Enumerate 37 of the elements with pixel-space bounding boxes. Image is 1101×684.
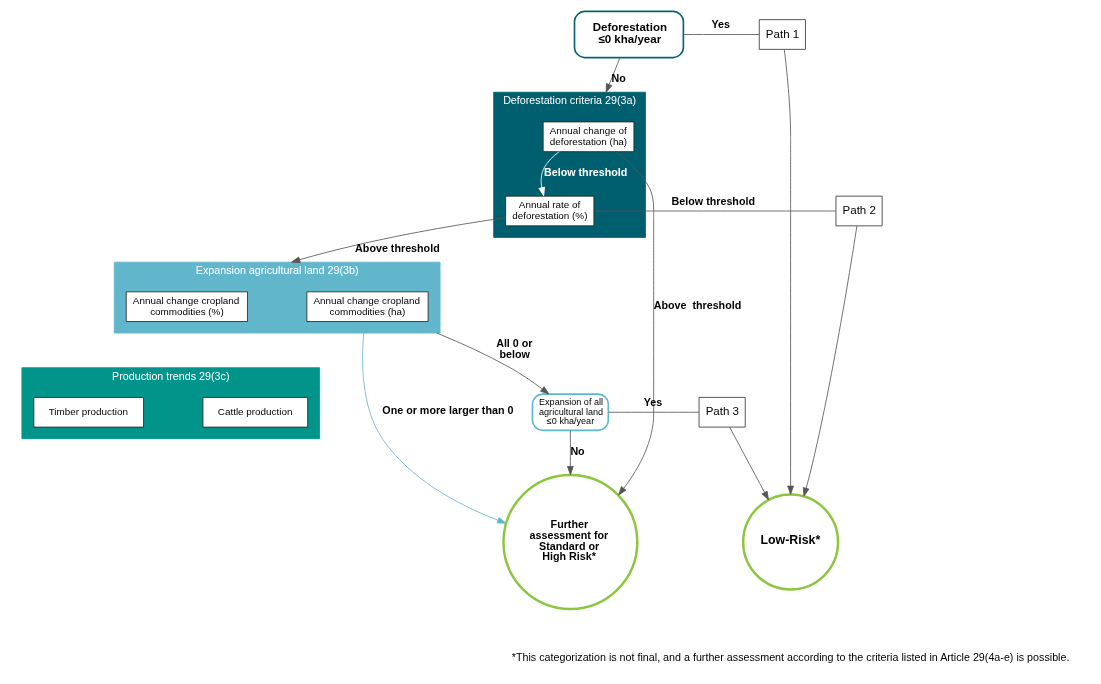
label: *This categorization is not final, and a further assessment according to the criteria listed in Article 29(4a-e) is possible. <box>511 650 1069 663</box>
edge-label: All 0 or below <box>495 337 532 361</box>
node-box: Annual change cropland commodities (%) <box>125 291 248 322</box>
node-box: Annual change of deforestation (ha) <box>542 121 634 153</box>
arrow <box>290 217 506 263</box>
node-box: Cattle production <box>202 397 308 428</box>
arrow <box>728 426 769 501</box>
arrow <box>538 151 560 197</box>
edge-label: One or more larger than 0 <box>381 404 513 417</box>
node-box: Annual rate of deforestation (%) <box>504 195 594 227</box>
node-box: Annual change cropland commodities (ha) <box>305 291 429 322</box>
connector <box>607 411 699 413</box>
connector <box>682 34 760 35</box>
node-box: Timber production <box>32 397 144 428</box>
edge-label: Above threshold <box>653 298 741 311</box>
node-box: Deforestation ≤0 kha/year <box>573 10 684 59</box>
edge-label: No <box>569 444 585 457</box>
arrow <box>605 57 620 93</box>
edge-label: No <box>611 71 626 84</box>
arrow <box>802 225 857 497</box>
arrow <box>783 49 794 495</box>
arrow <box>566 430 574 476</box>
edge-label: Above threshold <box>354 241 440 254</box>
edge-label: Yes <box>643 395 662 408</box>
node-circle: Low-Risk* <box>741 493 839 591</box>
node-box: Expansion of all agricultural land ≤0 kha/year <box>531 393 609 432</box>
edge-label: Below threshold <box>671 194 755 207</box>
arrow <box>614 151 654 496</box>
node-circle: Further assessment for Standard or High Risk* <box>501 473 639 611</box>
edge-label: Below threshold <box>543 165 627 178</box>
connector <box>593 210 836 212</box>
edge-label: Yes <box>710 18 730 31</box>
node-box: Path 3 <box>698 397 746 428</box>
node-box: Path 1 <box>758 19 806 50</box>
arrow <box>361 332 506 524</box>
arrow <box>436 332 549 395</box>
node-box: Path 2 <box>835 195 883 227</box>
